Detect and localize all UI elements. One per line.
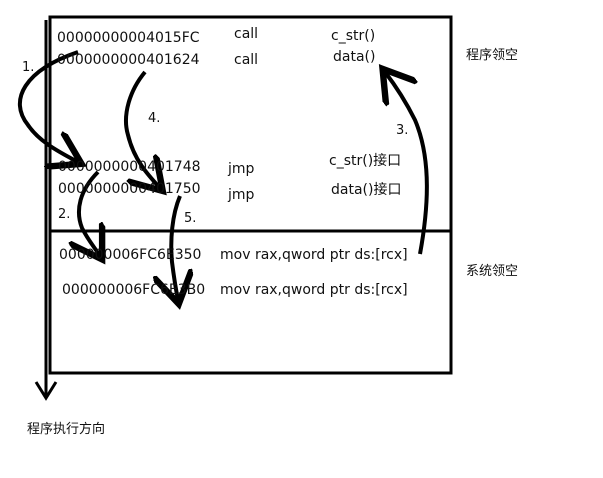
step-5-label: 5.	[184, 211, 197, 226]
row-address: 000000006FC6E350	[59, 247, 202, 263]
row-target: data()	[333, 49, 376, 65]
row-address: 000000006FC6E3B0	[62, 282, 206, 298]
step-3-arrow	[385, 72, 429, 255]
row-target: data()接口	[331, 182, 402, 198]
execution-direction-label: 程序执行方向	[27, 422, 106, 437]
user-space-label: 程序领空	[466, 48, 519, 63]
step-2-label: 2.	[58, 207, 71, 222]
step-3-label: 3.	[396, 123, 409, 138]
row-instruction: mov rax,qword ptr ds:[rcx]	[220, 282, 408, 298]
step-2-arrow	[79, 170, 100, 256]
row-address: 0000000000401624	[57, 52, 200, 68]
step-1-arrow	[17, 50, 78, 162]
row-address: 0000000000401748	[58, 159, 201, 175]
system-space-label: 系统领空	[466, 264, 519, 279]
step-4-arrow	[124, 70, 160, 188]
execution-direction-arrowhead	[34, 381, 58, 401]
row-instruction: jmp	[228, 161, 255, 177]
step-5-arrow	[171, 195, 180, 300]
step-4-label: 4.	[148, 111, 161, 126]
row-target: c_str()	[331, 28, 376, 44]
step-1-label: 1.	[22, 60, 35, 75]
row-address: 00000000004015FC	[57, 30, 200, 46]
row-address: 0000000000401750	[58, 181, 201, 197]
row-instruction: call	[234, 52, 259, 68]
row-instruction: call	[234, 26, 259, 42]
row-instruction: jmp	[228, 187, 255, 203]
row-instruction: mov rax,qword ptr ds:[rcx]	[220, 247, 408, 263]
memory-box	[48, 15, 453, 375]
row-target: c_str()接口	[329, 153, 402, 169]
